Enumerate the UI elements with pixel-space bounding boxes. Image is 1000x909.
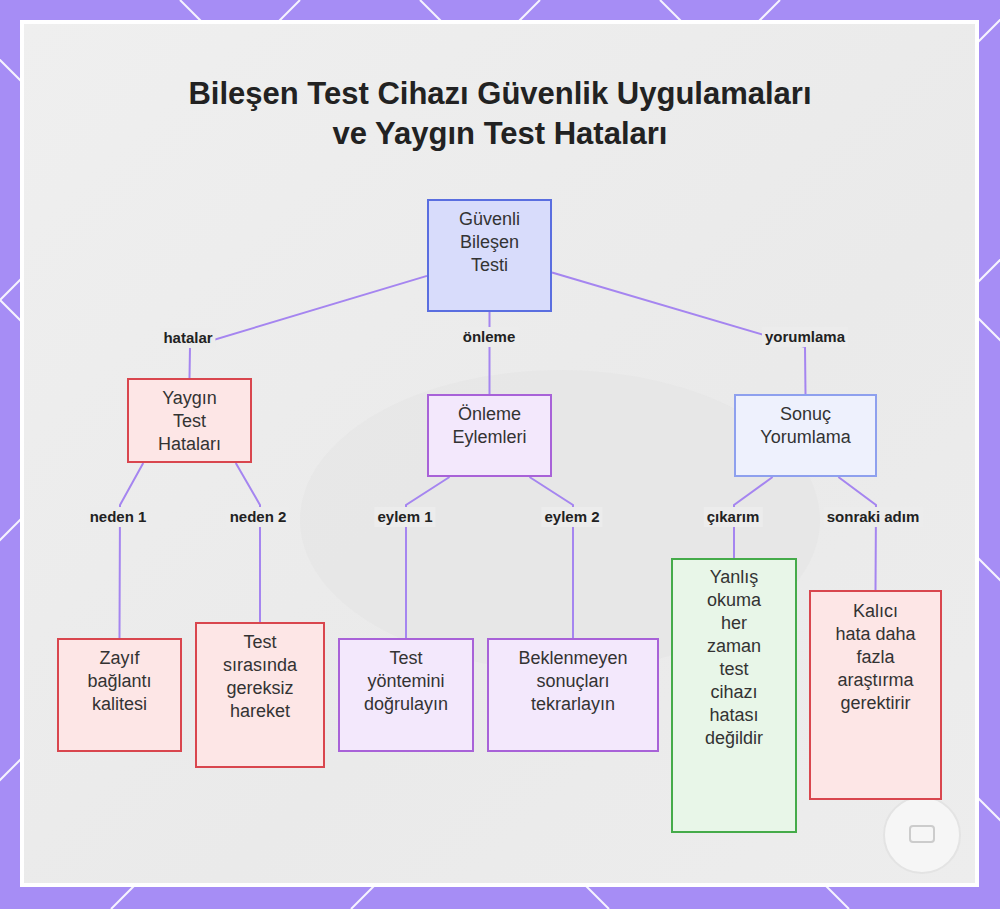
root-box: Güvenli Bileşen Testi [427,199,552,312]
watermark-icon [884,797,960,873]
node-text: Zayıf bağlantı kalitesi [75,647,164,716]
connector-line [236,463,260,622]
connector-line [406,477,450,638]
edge-label: eylem 1 [374,507,435,527]
edge-label: hatalar [160,328,215,348]
connector-line [838,477,876,590]
cause-box: Test sırasında gereksiz hareket [195,622,325,768]
category-box: Önleme Eylemleri [427,394,552,477]
edge-label: neden 1 [87,507,150,527]
node-text: Beklenmeyen sonuçları tekrarlayın [503,647,643,716]
edge-label: çıkarım [704,507,763,527]
diagram-title: Bileşen Test Cihazı Güvenlik Uygulamalar… [180,74,820,154]
next-step-box: Kalıcı hata daha fazla araştırma gerekti… [809,590,942,800]
inference-box: Yanlış okuma her zaman test cihazı hatas… [671,558,797,833]
node-text: Yaygın Test Hataları [148,387,231,456]
content-panel [22,22,977,885]
edge-label: önleme [460,327,519,347]
category-box: Yaygın Test Hataları [127,378,252,463]
connector-line [190,276,428,378]
category-box: Sonuç Yorumlama [734,394,877,477]
node-text: Sonuç Yorumlama [756,403,855,449]
edge-label: yorumlama [762,327,848,347]
action-box: Beklenmeyen sonuçları tekrarlayın [487,638,659,752]
node-text: Kalıcı hata daha fazla araştırma gerekti… [833,600,918,715]
action-box: Test yöntemini doğrulayın [338,638,474,752]
edge-label: sonraki adım [824,507,923,527]
node-text: Test sırasında gereksiz hareket [215,631,305,723]
node-text: Yanlış okuma her zaman test cihazı hatas… [701,566,767,750]
connector-line [530,477,574,638]
node-text: Test yöntemini doğrulayın [356,647,456,716]
edge-label: eylem 2 [541,507,602,527]
connector-line [120,463,144,638]
node-text: Önleme Eylemleri [439,403,540,449]
edge-label: neden 2 [227,507,290,527]
watermark-glyph [910,826,934,842]
connector-line [489,312,491,394]
node-text: Güvenli Bileşen Testi [446,208,533,277]
cause-box: Zayıf bağlantı kalitesi [57,638,182,752]
